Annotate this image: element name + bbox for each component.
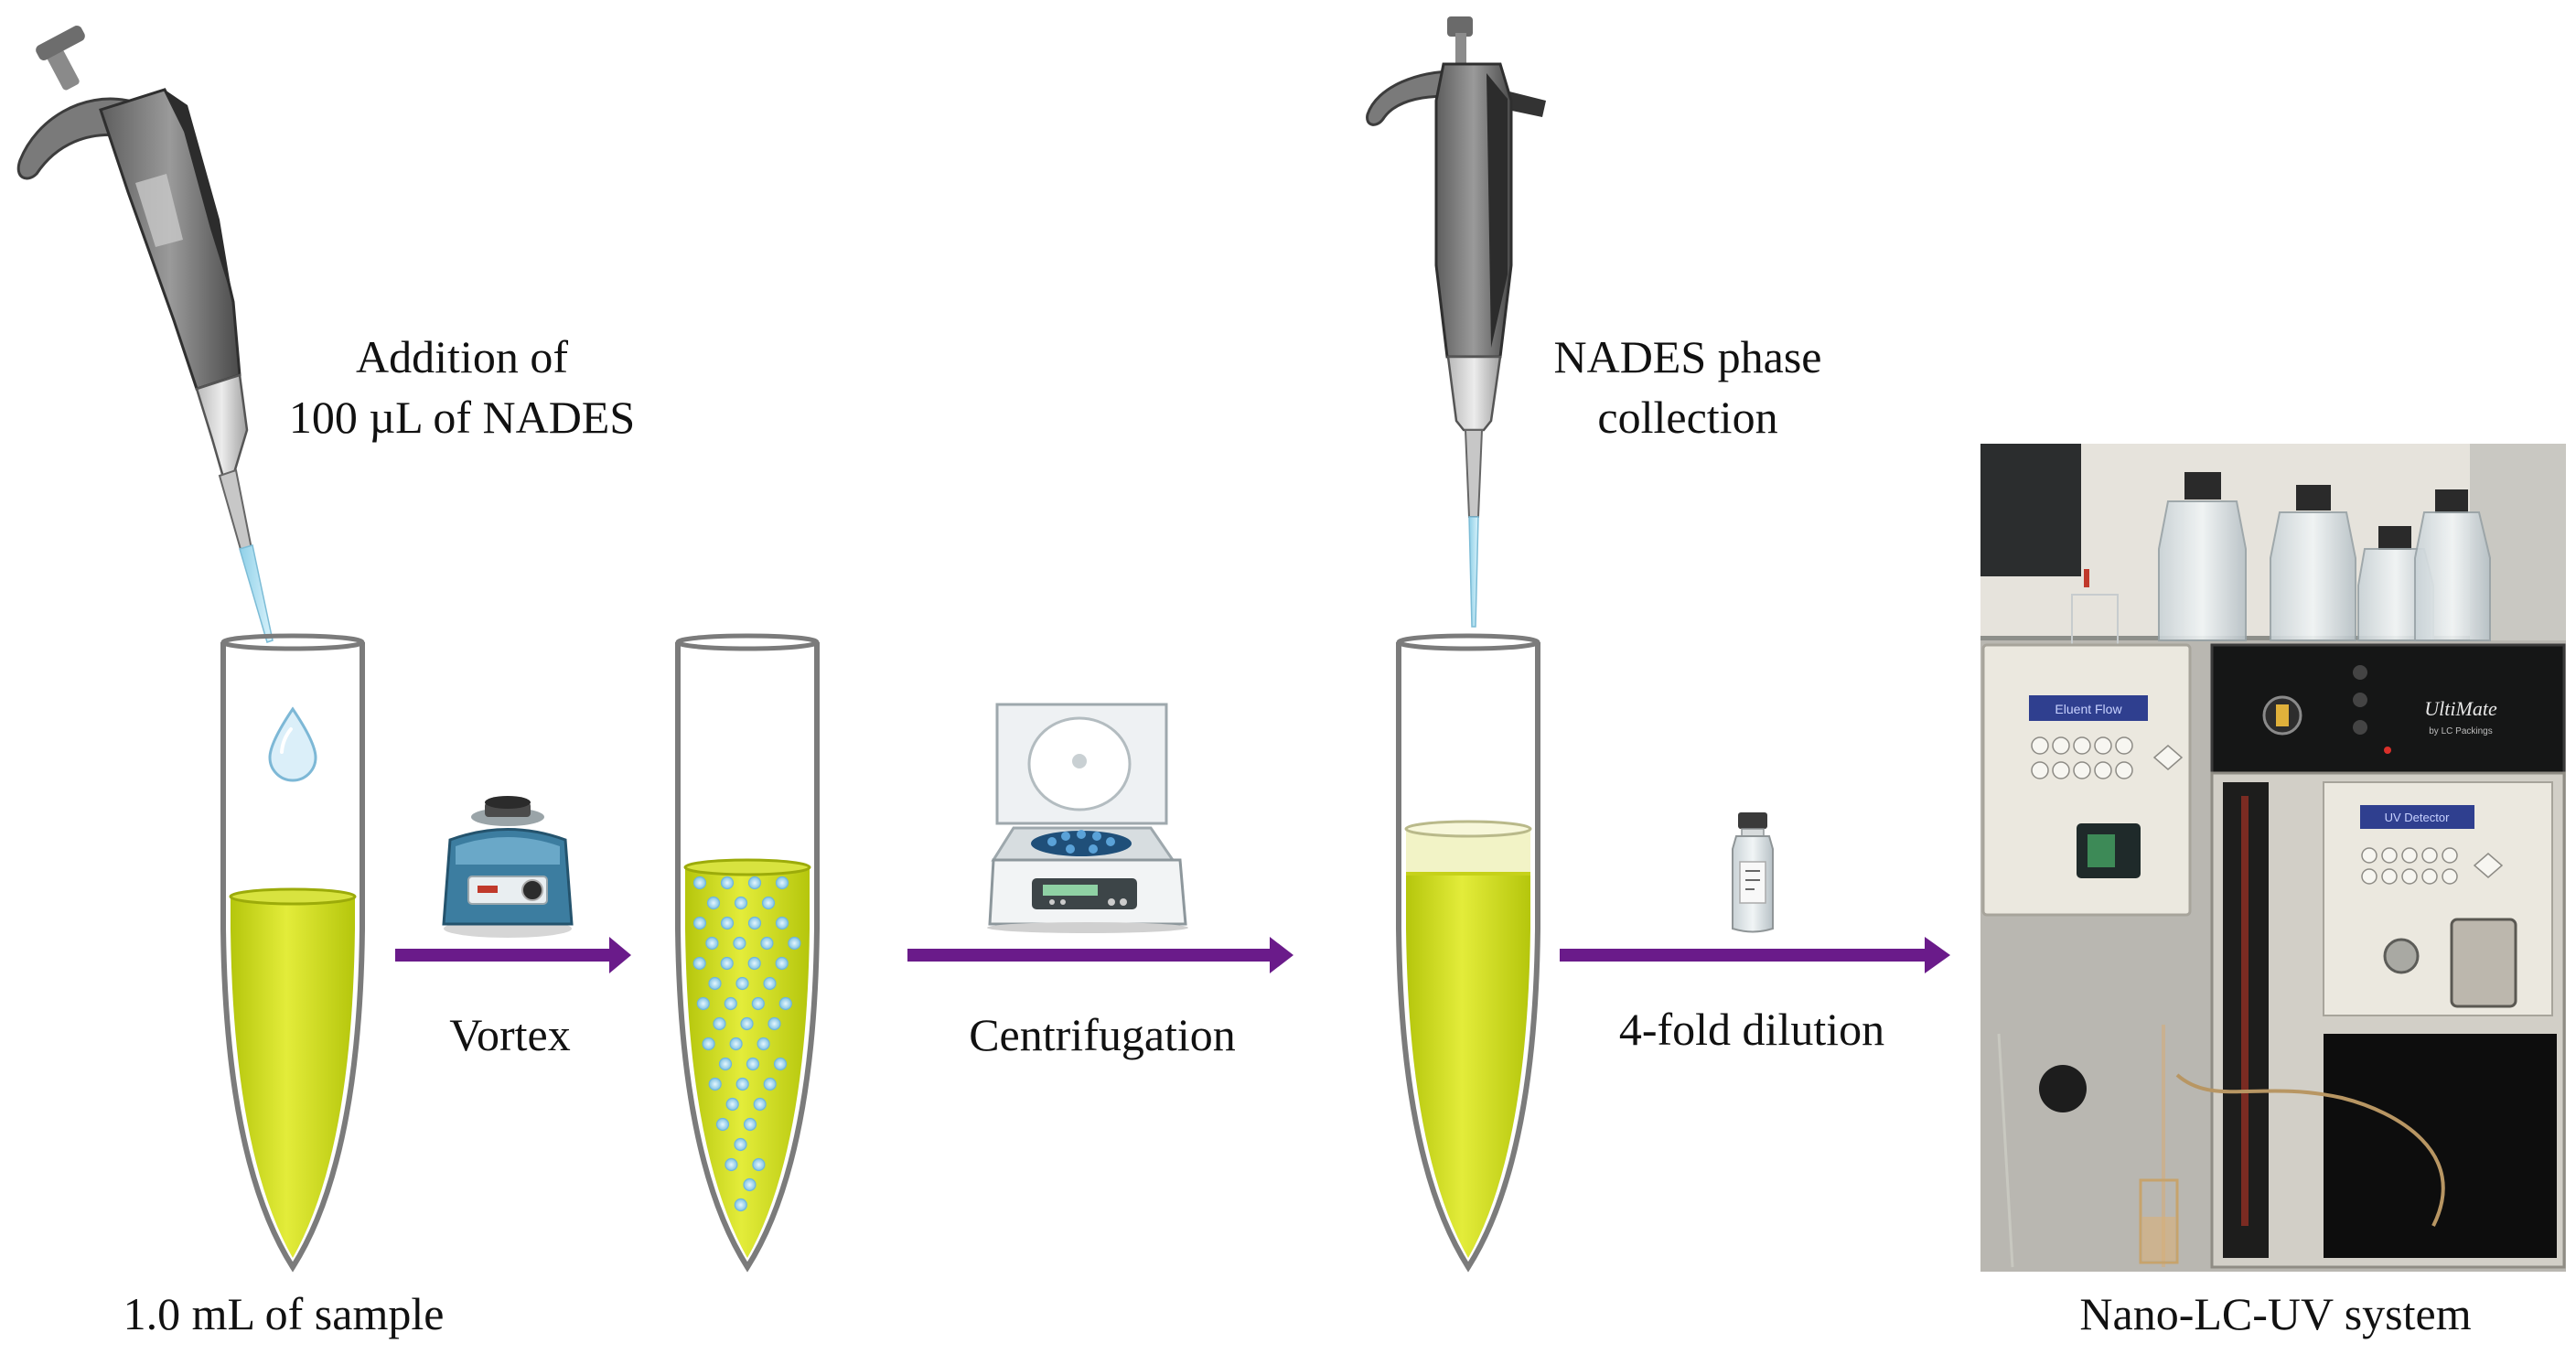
droplet-dot [692,876,707,890]
droplet-dot [734,1198,747,1212]
droplet-dot [752,1157,766,1172]
droplet-dot [696,996,710,1011]
vial-icon [1732,812,1774,933]
droplet-dot [747,916,762,930]
sample-tube [220,633,365,1273]
emulsion-tube [675,633,820,1273]
separated-tube [1396,633,1540,1273]
pump-module: Eluent Flow [1981,643,2192,917]
droplet-dot [778,996,792,1011]
droplet-dot [729,1037,743,1051]
tube-outline [220,642,365,1273]
droplet-dot [705,936,719,951]
droplet-dot [775,876,789,890]
pipette-icon [1366,16,1546,628]
droplet-dot [724,1157,738,1172]
collection-line-1: NADES phase [1553,331,1822,382]
solvent-bottles [2071,472,2491,650]
droplet-dot [708,1077,722,1091]
droplet-dot [767,1016,781,1031]
droplet-dot [718,1057,733,1071]
droplet-icon [268,706,317,782]
collection-line-2: collection [1597,392,1778,443]
centrifuge-icon [987,703,1188,933]
droplet-dot [743,1117,757,1132]
droplet-dot [713,1016,726,1031]
droplet-dot [720,916,735,930]
droplet-dot [735,976,749,991]
sample-label: 1.0 mL of sample [123,1288,445,1339]
collection-label: NADES phase collection [1500,327,1875,447]
svg-text:Eluent Flow: Eluent Flow [2055,702,2122,716]
droplet-dot [702,1037,715,1051]
droplet-dot [775,916,789,930]
droplet-dot [746,1057,760,1071]
tube-outline [675,642,820,1273]
droplet-dot [706,896,721,910]
droplet-dot [763,976,777,991]
nano-lc-uv-photo: Eluent Flow UltiMate by LC Packings [1980,444,2566,1272]
droplet-dot [773,1057,788,1071]
droplet-dot [724,996,737,1011]
addition-line-2: 100 µL of NADES [288,392,636,443]
arrow-centrifugation [907,937,1293,973]
dilution-label: 4-fold dilution [1618,1004,1885,1055]
droplet-dot [734,896,748,910]
vortex-label: Vortex [449,1009,571,1060]
droplet-dot [788,936,801,951]
centrifugation-label: Centrifugation [969,1009,1236,1060]
system-label: Nano-LC-UV system [2079,1288,2472,1339]
droplet-dot [720,876,735,890]
droplet-dot [735,1077,749,1091]
pipette-icon [16,26,274,643]
droplet-dot [761,896,776,910]
droplet-dot [720,956,734,971]
droplet-dot [757,1037,770,1051]
droplet-dot [692,916,707,930]
nades-droplets [692,876,801,1212]
vortex-mixer-icon [442,796,574,938]
droplet-dot [733,936,746,951]
droplet-dot [715,1117,730,1132]
svg-text:by LC Packings: by LC Packings [2429,726,2492,736]
droplet-dot [763,1077,777,1091]
droplet-dot [775,956,789,971]
droplet-dot [747,876,762,890]
droplet-dot [753,1097,767,1112]
droplet-dot [725,1097,739,1112]
addition-label: Addition of 100 µL of NADES [265,327,659,447]
droplet-dot [751,996,765,1011]
droplet-dot [734,1137,747,1152]
droplet-dot [740,1016,754,1031]
svg-text:UltiMate: UltiMate [2424,697,2497,720]
droplet-dot [692,956,706,971]
injector-module: UltiMate by LC Packings [2210,643,2566,775]
tube-outline [1396,642,1540,1273]
uv-detector-module: UV Detector [2210,771,2566,1269]
droplet-dot [760,936,774,951]
droplet-dot [708,976,722,991]
arrow-vortex [395,937,631,973]
addition-line-1: Addition of [356,331,568,382]
droplet-dot [747,956,761,971]
svg-text:UV Detector: UV Detector [2385,811,2450,824]
arrow-dilution [1560,937,1950,973]
droplet-dot [743,1177,757,1192]
